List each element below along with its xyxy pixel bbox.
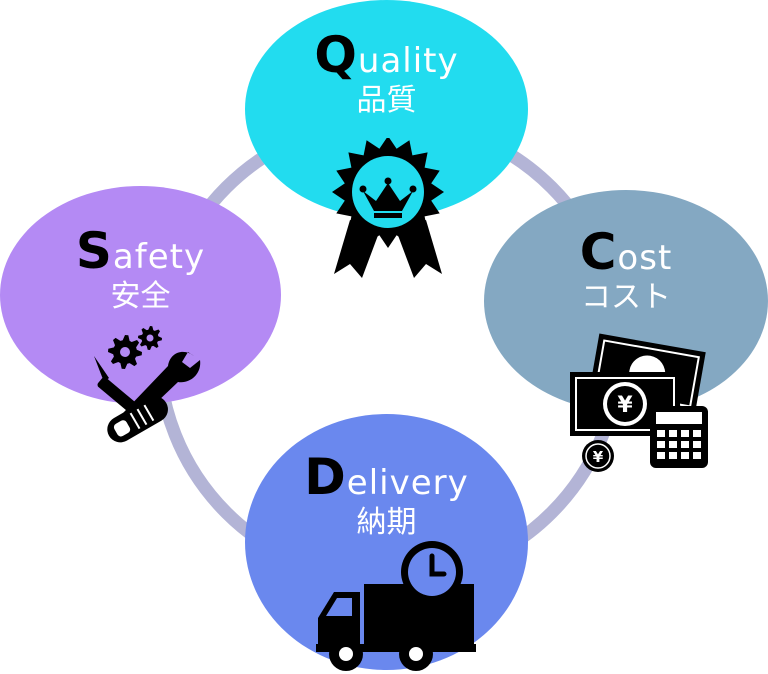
award-ribbon-crown-icon <box>332 138 444 278</box>
quality-title: Quality <box>245 30 528 80</box>
gear-large <box>108 335 142 369</box>
safety-node: Safety 安全 <box>0 186 281 404</box>
safety-japanese: 安全 <box>110 279 171 314</box>
cost-title: Cost <box>484 227 768 277</box>
quality-initial: Q <box>314 26 358 84</box>
cost-rest: ost <box>617 238 673 278</box>
quality-label: Quality 品質 <box>245 30 528 116</box>
safety-rest: afety <box>112 237 206 277</box>
gears-screwdriver-wrench-icon <box>94 326 201 443</box>
safety-initial: S <box>75 222 113 280</box>
delivery-title: Delivery <box>245 452 528 502</box>
gear-small <box>138 326 162 350</box>
calculator-keys <box>657 430 701 459</box>
cost-initial: C <box>579 223 618 281</box>
delivery-truck-clock-icon <box>316 541 476 671</box>
safety-title: Safety <box>0 226 281 276</box>
banknote-yen-symbol: ¥ <box>617 393 633 418</box>
delivery-label: Delivery 納期 <box>245 452 528 538</box>
safety-label: Safety 安全 <box>0 226 281 312</box>
quality-rest: uality <box>357 41 459 81</box>
delivery-initial: D <box>304 448 347 506</box>
yen-banknotes-calculator-icon: ¥ ¥ <box>570 333 708 472</box>
delivery-rest: elivery <box>346 463 469 503</box>
quality-japanese: 品質 <box>356 83 417 118</box>
cost-label: Cost コスト <box>484 227 768 313</box>
cost-japanese: コスト <box>581 280 671 315</box>
coin-yen-symbol: ¥ <box>593 448 604 466</box>
delivery-japanese: 納期 <box>356 505 417 540</box>
